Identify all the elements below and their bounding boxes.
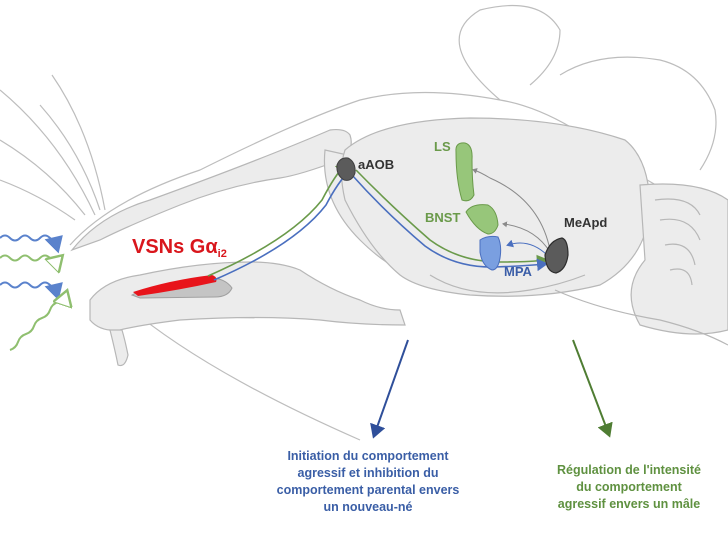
- stimulus-green-1: [0, 256, 60, 261]
- caption-line: agressif envers un mâle: [557, 497, 701, 511]
- caption-line: comportement parental envers: [276, 483, 460, 497]
- aaob-nucleus: [336, 157, 356, 181]
- whisker: [0, 139, 86, 216]
- stimuli: [0, 234, 66, 351]
- aaob-to-meapd-green: [355, 169, 549, 268]
- stimulus-blue-2: [0, 281, 63, 301]
- cerebrum: [340, 117, 651, 297]
- mpa-label: MPA: [504, 264, 532, 279]
- meapd-to-ls: [472, 168, 551, 251]
- caption-line: un nouveau-né: [323, 500, 413, 514]
- cerebellum-folds: [654, 198, 701, 286]
- meapd-to-mpa: [506, 239, 549, 257]
- vsn-label-main: VSNs Gα: [132, 236, 218, 258]
- caption-line: Initiation du comportement: [287, 449, 449, 463]
- vsn-label-subscript: i2: [217, 248, 227, 260]
- outcome-caption-blue: Initiation du comportement agressif et i…: [255, 448, 481, 516]
- stimulus-blue-1: [0, 234, 63, 254]
- ls-label: LS: [434, 139, 451, 154]
- nasal-bone: [70, 128, 352, 252]
- mpa-nucleus: [479, 235, 502, 271]
- caption-line: Régulation de l'intensité: [557, 463, 701, 477]
- meapd-nucleus: [544, 237, 569, 274]
- bnst-nucleus: [465, 204, 499, 235]
- outcome-arrow-green: [572, 339, 613, 438]
- outcome-caption-green: Régulation de l'intensité du comportemen…: [530, 462, 728, 513]
- caption-line: du comportement: [576, 480, 682, 494]
- vsn-to-aaob-green: [207, 162, 348, 277]
- whiskers: [0, 74, 106, 221]
- vsn-gai2-neurons: [133, 275, 217, 296]
- vsn-label: VSNs Gαi2: [132, 236, 227, 260]
- aaob-label: aAOB: [358, 157, 395, 172]
- bnst-label: BNST: [425, 210, 461, 225]
- brain: [340, 117, 728, 346]
- stimulus-green-2: [9, 294, 66, 351]
- palate: [89, 261, 406, 331]
- aaob-to-meapd-blue: [351, 174, 549, 272]
- whisker: [0, 179, 76, 221]
- whisker: [51, 74, 106, 211]
- ls-nucleus: [455, 142, 475, 202]
- whisker: [0, 89, 96, 216]
- caption-line: agressif et inhibition du: [297, 466, 439, 480]
- cerebellum: [630, 183, 728, 335]
- vsn-to-aaob-blue: [213, 167, 353, 281]
- outcome-arrow-blue: [370, 339, 409, 439]
- meapd-label: MeApd: [564, 215, 608, 230]
- incisor: [109, 329, 129, 367]
- brain-fold: [429, 274, 586, 294]
- whisker: [39, 104, 101, 211]
- brainstem: [554, 289, 728, 346]
